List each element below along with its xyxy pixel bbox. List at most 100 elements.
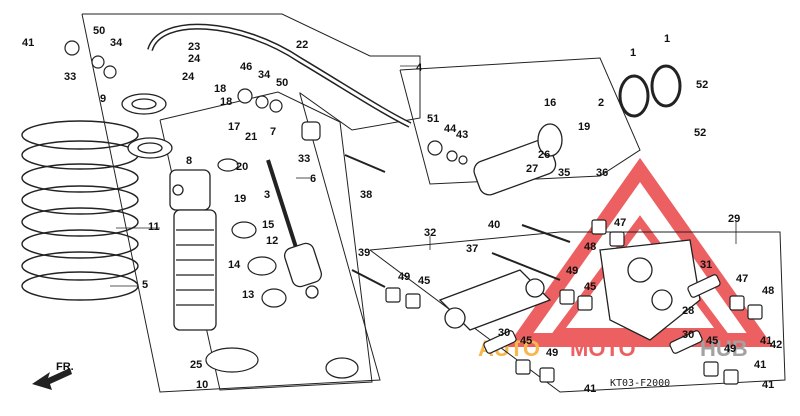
damper-rod [266, 159, 323, 299]
callout-33: 33 [298, 153, 310, 165]
callout-40: 40 [488, 219, 500, 231]
callout-29: 29 [728, 213, 740, 225]
callout-31: 31 [700, 259, 712, 271]
callout-34: 34 [258, 69, 271, 81]
callout-27: 27 [526, 163, 538, 175]
callout-25: 25 [190, 359, 202, 371]
watermark-hub: HUB [700, 336, 748, 361]
callout-7: 7 [270, 126, 276, 138]
callout-24: 24 [188, 53, 201, 65]
callout-5: 5 [142, 279, 148, 291]
callout-50: 50 [276, 77, 288, 89]
callout-47: 47 [736, 273, 748, 285]
bolt-40 [521, 224, 571, 243]
callout-32: 32 [424, 227, 436, 239]
callout-45: 45 [584, 281, 596, 293]
callout-34: 34 [110, 37, 123, 49]
callout-33: 33 [64, 71, 76, 83]
front-arrow-label: FR. [56, 361, 74, 373]
callout-52: 52 [696, 79, 708, 91]
callout-48: 48 [584, 241, 596, 253]
bolt-38 [344, 154, 386, 173]
callout-3: 3 [264, 189, 270, 201]
bump-stop-10 [205, 347, 259, 373]
callout-39: 39 [358, 247, 370, 259]
callout-13: 13 [242, 289, 254, 301]
callout-49: 49 [398, 271, 410, 283]
callout-30: 30 [682, 329, 694, 341]
callout-48: 48 [762, 285, 774, 297]
callout-8: 8 [186, 155, 192, 167]
bolt-37 [491, 252, 561, 281]
callout-30: 30 [498, 327, 510, 339]
reservoir-group-outline [399, 57, 641, 185]
callout-4: 4 [416, 62, 423, 74]
callout-12: 12 [266, 235, 278, 247]
callout-18: 18 [220, 96, 232, 108]
callout-41: 41 [22, 37, 34, 49]
callout-45: 45 [706, 335, 718, 347]
reservoir [473, 123, 563, 196]
callout-1: 1 [664, 33, 670, 45]
callout-19: 19 [234, 193, 246, 205]
bolt-39 [351, 269, 386, 288]
callout-50: 50 [93, 25, 105, 37]
callout-49: 49 [546, 347, 558, 359]
callout-35: 35 [558, 167, 570, 179]
callout-23: 23 [188, 41, 200, 53]
callout-36: 36 [596, 167, 608, 179]
callout-21: 21 [245, 131, 257, 143]
callout-38: 38 [360, 189, 372, 201]
callout-17: 17 [228, 121, 240, 133]
nut-41 [64, 40, 80, 56]
callout-43: 43 [456, 129, 468, 141]
callout-41: 41 [754, 359, 766, 371]
callout-18: 18 [214, 83, 226, 95]
callout-26: 26 [538, 149, 550, 161]
shock-group-outline [81, 13, 421, 393]
small-parts [64, 40, 468, 379]
callout-20: 20 [236, 161, 248, 173]
reservoir-clamps [618, 64, 682, 118]
adjuster-rings [121, 93, 173, 159]
callout-51: 51 [427, 113, 439, 125]
bushing-33 [301, 121, 321, 141]
shock-body [169, 169, 217, 331]
callout-45: 45 [520, 335, 532, 347]
callout-6: 6 [310, 173, 316, 185]
callout-22: 22 [296, 39, 308, 51]
shock-link [438, 269, 552, 331]
callout-14: 14 [228, 259, 241, 271]
callout-37: 37 [466, 243, 478, 255]
callout-16: 16 [544, 97, 556, 109]
callout-10: 10 [196, 379, 208, 391]
callout-45: 45 [418, 275, 430, 287]
bearings-and-collars [385, 219, 763, 385]
callout-49: 49 [724, 343, 736, 355]
callout-19: 19 [578, 121, 590, 133]
watermark-moto: MOTO [570, 336, 636, 361]
callout-46: 46 [240, 61, 252, 73]
callout-47: 47 [614, 217, 626, 229]
callout-41: 41 [584, 383, 596, 395]
callout-42: 42 [770, 339, 782, 351]
shock-arm [599, 239, 701, 341]
front-arrow: FR. [32, 361, 74, 390]
leader-lines [110, 65, 737, 287]
callout-49: 49 [566, 265, 578, 277]
callout-28: 28 [682, 305, 694, 317]
bolts [344, 154, 571, 288]
callout-11: 11 [148, 221, 160, 233]
callout-44: 44 [444, 123, 457, 135]
figure-code: KT03-F2000 [610, 378, 670, 389]
callout-24: 24 [182, 71, 195, 83]
callout-15: 15 [262, 219, 274, 231]
callout-2: 2 [598, 97, 604, 109]
callout-52: 52 [694, 127, 706, 139]
callout-41: 41 [760, 335, 772, 347]
callout-1: 1 [630, 47, 636, 59]
coil-spring [21, 120, 139, 301]
